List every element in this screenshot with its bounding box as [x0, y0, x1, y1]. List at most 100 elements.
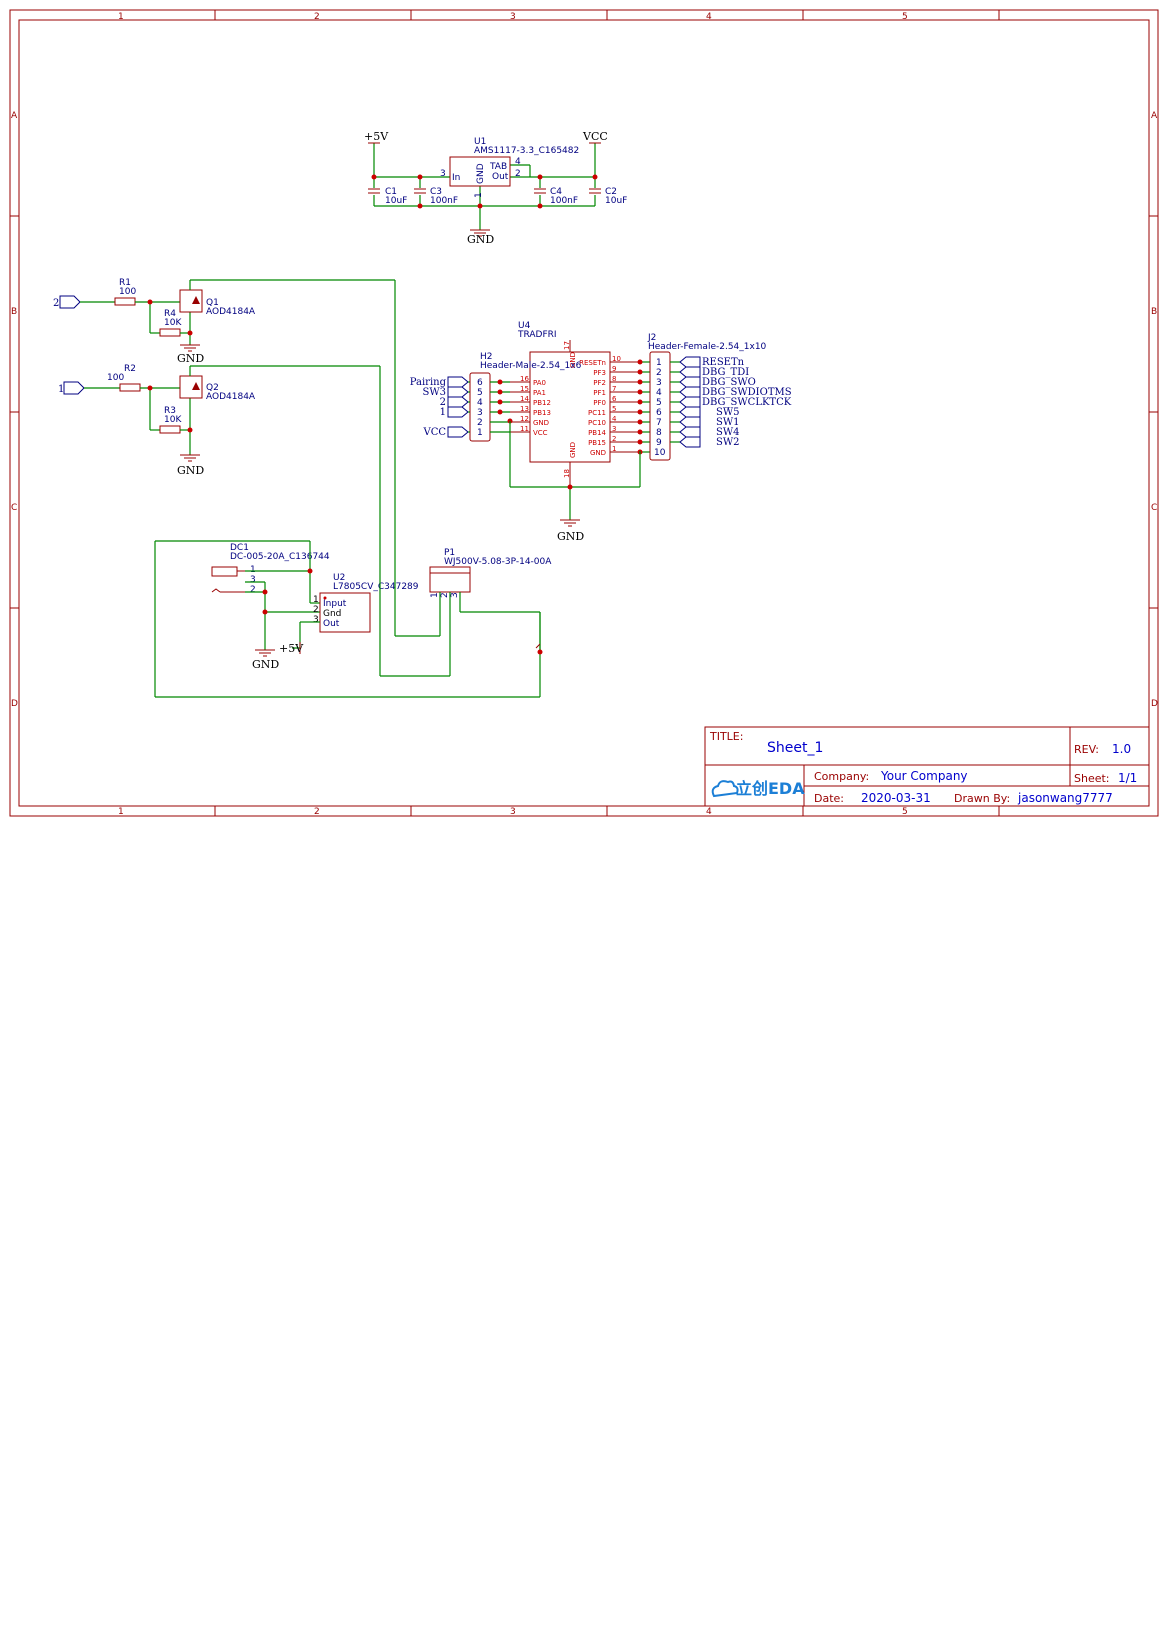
u1-pin1: 1	[474, 192, 484, 198]
c1-value: 10uF	[385, 196, 407, 206]
c3-ref: C3	[430, 187, 442, 197]
junction-c3-top	[417, 174, 423, 180]
j2-net-label: DBG_SWDIOTMS	[702, 387, 792, 398]
u4-right-pin-num: 3	[612, 425, 616, 433]
junction-c1-top	[371, 174, 377, 180]
p1-value: WJ500V-5.08-3P-14-00A	[444, 557, 552, 567]
u2-pin-out: Out	[323, 619, 340, 629]
net-gnd-u2: GND	[252, 658, 279, 671]
date-label: Date:	[814, 792, 844, 805]
u2-pin-input: Input	[323, 599, 347, 609]
junction-c4-top	[537, 174, 543, 180]
j2-pin-num: 5	[656, 398, 662, 408]
p1-ref: P1	[444, 548, 455, 558]
u4-right-pin-name: PF2	[593, 379, 606, 387]
net-gnd-u4: GND	[557, 530, 584, 543]
j2-net-label: SW5	[716, 407, 740, 418]
u4-ref: U4	[518, 321, 531, 331]
u1-pin-in: In	[452, 173, 460, 183]
u4-top-name: GND	[569, 352, 577, 368]
col-label-1: 1	[118, 12, 124, 22]
junction-q1-gate	[147, 299, 153, 305]
u4-right-pin-num: 4	[612, 415, 617, 423]
r3-ref: R3	[164, 406, 176, 416]
h2-net-label: SW3	[423, 387, 447, 398]
net-gnd-q1: GND	[177, 352, 204, 365]
u4-bottom-num: 18	[563, 469, 571, 478]
junction-p1-3	[537, 649, 543, 655]
u4-right-pin-num: 1	[612, 445, 616, 453]
junction-u4-j2	[637, 409, 643, 415]
u4-right-pin-num: 6	[612, 395, 617, 403]
sheet-label: Sheet:	[1074, 772, 1110, 785]
j2-ref: J2	[647, 333, 656, 343]
u4-tradfri: U4 TRADFRI 17 GND GND 18 PA016PA115PB121…	[510, 321, 650, 485]
ldo-section: +5V VCC C1 10uF C3 100nF C4 100nF C2 10u…	[364, 130, 627, 246]
h2-net-label: 2	[440, 397, 446, 408]
j2-net-label: DBG_SWCLKTCK	[702, 397, 792, 408]
r1-ref: R1	[119, 278, 131, 288]
dc1-pin2: 2	[250, 585, 256, 595]
u4-right-pin-name: PC11	[588, 409, 606, 417]
j2-net-label: SW1	[716, 417, 740, 428]
net-port-q1: 2	[53, 298, 59, 309]
junction-h2-u4	[497, 409, 503, 415]
q2-ref: Q2	[206, 383, 219, 393]
net-plus5v-top: +5V	[364, 130, 389, 143]
u4-value: TRADFRI	[517, 330, 557, 340]
q1-ref: Q1	[206, 298, 219, 308]
j2-pin-num: 4	[656, 388, 662, 398]
u4-left-pin-name: VCC	[533, 429, 548, 437]
h2-header: H2 Header-Male-2.54_1x6 6Pairing5SW34231…	[410, 352, 582, 442]
title-label: TITLE:	[709, 730, 743, 743]
u4-top-num: 17	[563, 341, 571, 350]
power-input-section: DC1 DC-005-20A_C136744 1 3 2 U2 L7805CV_…	[154, 280, 552, 698]
u4-left-pin-name: PA1	[533, 389, 546, 397]
title-block: TITLE: Sheet_1 REV: 1.0 立创EDA Company: Y…	[704, 726, 1150, 807]
u4-right-pin-name: PF3	[593, 369, 606, 377]
j2-pin-num: 3	[656, 378, 662, 388]
col-label-4: 4	[706, 12, 712, 22]
junction-h2-u4	[497, 399, 503, 405]
col-label-5b: 5	[902, 807, 908, 817]
p1-pin1: 1	[430, 592, 440, 598]
junction-dc1-3	[262, 589, 268, 595]
u4-right-pin-num: 5	[612, 405, 616, 413]
j2-pin-num: 9	[656, 438, 662, 448]
junction-dc1-1	[307, 568, 313, 574]
u1-pin2: 2	[515, 169, 521, 179]
h2-value: Header-Male-2.54_1x6	[480, 361, 582, 371]
c1-ref: C1	[385, 187, 397, 197]
u4-right-pin-name: GND	[590, 449, 606, 457]
u4-left-pin-num: 13	[520, 405, 529, 413]
q1-value: AOD4184A	[206, 307, 256, 317]
j2-pin-num: 6	[656, 408, 662, 418]
u4-left-pin-num: 16	[520, 375, 529, 383]
u4-left-pin-num: 12	[520, 415, 529, 423]
u4-left-pin-name: PB13	[533, 409, 551, 417]
u4-right-pin-num: 2	[612, 435, 616, 443]
row-label-d: D	[11, 699, 18, 709]
dc1-pin3: 3	[250, 575, 256, 585]
u1-pin3: 3	[440, 169, 446, 179]
h2-pin-num: 4	[477, 398, 483, 408]
dc1-pin1: 1	[250, 565, 256, 575]
sheet-value: 1/1	[1118, 771, 1137, 785]
j2-pin-num: 8	[656, 428, 662, 438]
company-label: Company:	[814, 770, 869, 783]
junction-u4-gnd	[567, 484, 573, 490]
j2-net-label: SW4	[716, 427, 740, 438]
u4-right-pin-name: PF1	[593, 389, 606, 397]
rev-label: REV:	[1074, 743, 1099, 756]
u4-wiring: GND	[509, 421, 641, 543]
cloud-logo-icon	[711, 780, 739, 798]
u4-right-pin-num: 8	[612, 375, 616, 383]
junction-c2-top	[592, 174, 598, 180]
r2-ref: R2	[124, 364, 136, 374]
junction-u4-j2	[637, 399, 643, 405]
r3-value: 10K	[164, 415, 182, 425]
c2-ref: C2	[605, 187, 617, 197]
junction-gnd-bot	[477, 203, 483, 209]
